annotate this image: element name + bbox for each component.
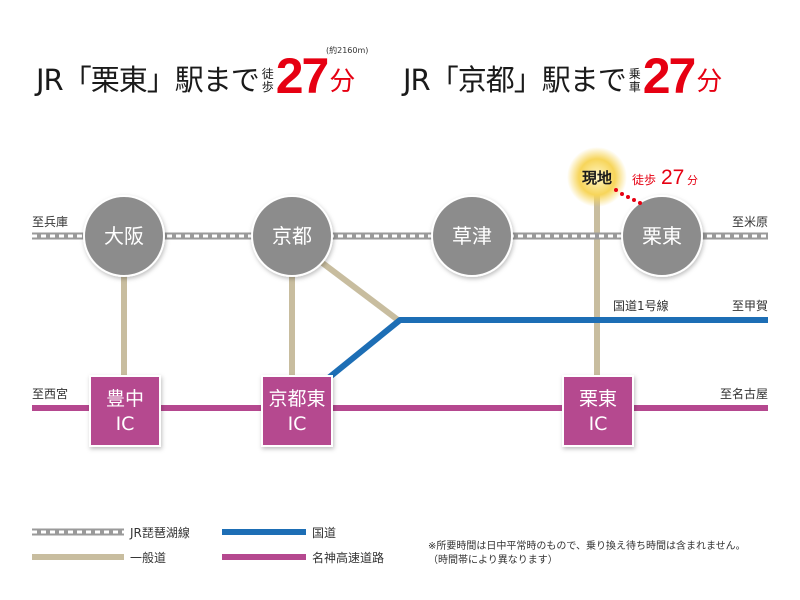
station-kyoto: 京都 [251, 195, 333, 277]
legend-expressway-label: 名神高速道路 [312, 550, 384, 565]
walk-dot [626, 195, 630, 199]
walk-dot [632, 198, 636, 202]
walk-route [614, 188, 642, 205]
walk-dot [638, 201, 642, 205]
interchange-ritto-label-1: 栗東 [579, 388, 617, 410]
interchange-kyoto-higashi-label-1: 京都東 [268, 388, 325, 410]
headline-kyoto-mode: 乗 車 [629, 68, 641, 94]
interchange-kyoto-higashi-box [261, 375, 333, 447]
interchange-toyonaka-label-2: IC [116, 413, 135, 435]
station-osaka-label: 大阪 [104, 224, 144, 248]
headline-ritto: JR「栗東」駅まで 徒 歩 27 分 (約2160m) [36, 40, 368, 104]
interchange-ritto-box [562, 375, 634, 447]
headline-kyoto: JR「京都」駅まで 乗 車 27 分 [403, 40, 723, 104]
headline-ritto-mode-top: 徒 [261, 67, 274, 81]
station-kusatsu-label: 草津 [452, 224, 492, 248]
direction-rail-east: 至米原 [732, 215, 768, 229]
walk-unit: 分 [687, 174, 698, 187]
headline-kyoto-mode-top: 乗 [628, 67, 641, 81]
current-location-label: 現地 [582, 169, 612, 187]
station-kusatsu: 草津 [431, 195, 513, 277]
headline-kyoto-text: JR「京都」駅まで [403, 63, 627, 97]
headline-ritto-mode: 徒 歩 [262, 68, 274, 94]
station-osaka-circle [83, 195, 165, 277]
legend-general-road-label: 一般道 [130, 550, 166, 565]
station-osaka: 大阪 [83, 195, 165, 277]
interchange-ritto: 栗東 IC [562, 375, 634, 447]
station-kyoto-label: 京都 [272, 224, 312, 248]
headline-ritto-mode-bottom: 歩 [261, 80, 274, 94]
interchange-toyonaka-box [89, 375, 161, 447]
headline-ritto-unit: 分 [329, 67, 356, 97]
headline-ritto-minutes: 27 [275, 48, 330, 104]
station-kusatsu-circle [431, 195, 513, 277]
walk-minutes: 27 [661, 166, 684, 189]
national-route-line [324, 317, 768, 383]
headline-kyoto-unit: 分 [696, 67, 723, 97]
direction-rail-west: 至兵庫 [32, 215, 68, 229]
legend-rail-label: JR琵琶湖線 [129, 525, 190, 540]
interchange-toyonaka: 豊中 IC [89, 375, 161, 447]
interchange-toyonaka-label-1: 豊中 [106, 388, 144, 410]
direction-expressway-east: 至名古屋 [720, 386, 768, 401]
station-kyoto-circle [251, 195, 333, 277]
legend: JR琵琶湖線 一般道 国道 名神高速道路 [32, 525, 384, 565]
interchange-ritto-label-2: IC [589, 413, 608, 435]
direction-national-east: 至甲賀 [732, 299, 768, 313]
headline-kyoto-mode-bottom: 車 [628, 80, 641, 94]
interchange-kyoto-higashi-label-2: IC [288, 413, 307, 435]
legend-national-road-label: 国道 [312, 526, 336, 540]
walk-mode-label: 徒歩 [632, 172, 656, 187]
station-ritto-label: 栗東 [642, 224, 682, 248]
station-ritto-circle [621, 195, 703, 277]
headline-kyoto-minutes: 27 [642, 48, 697, 104]
national-route-name: 国道1号線 [613, 298, 669, 313]
footnote: ※所要時間は日中平常時のもので、乗り換え待ち時間は含まれません。 （時間帯により… [428, 541, 746, 566]
direction-expressway-west: 至西宮 [32, 386, 68, 401]
station-ritto: 栗東 [621, 195, 703, 277]
walk-dot [614, 188, 618, 192]
walk-dot [620, 192, 624, 196]
headline-ritto-distance: (約2160m) [326, 46, 369, 55]
current-location-glow [567, 147, 627, 207]
headline-ritto-text: JR「栗東」駅まで [36, 63, 260, 97]
interchange-kyoto-higashi: 京都東 IC [261, 375, 333, 447]
